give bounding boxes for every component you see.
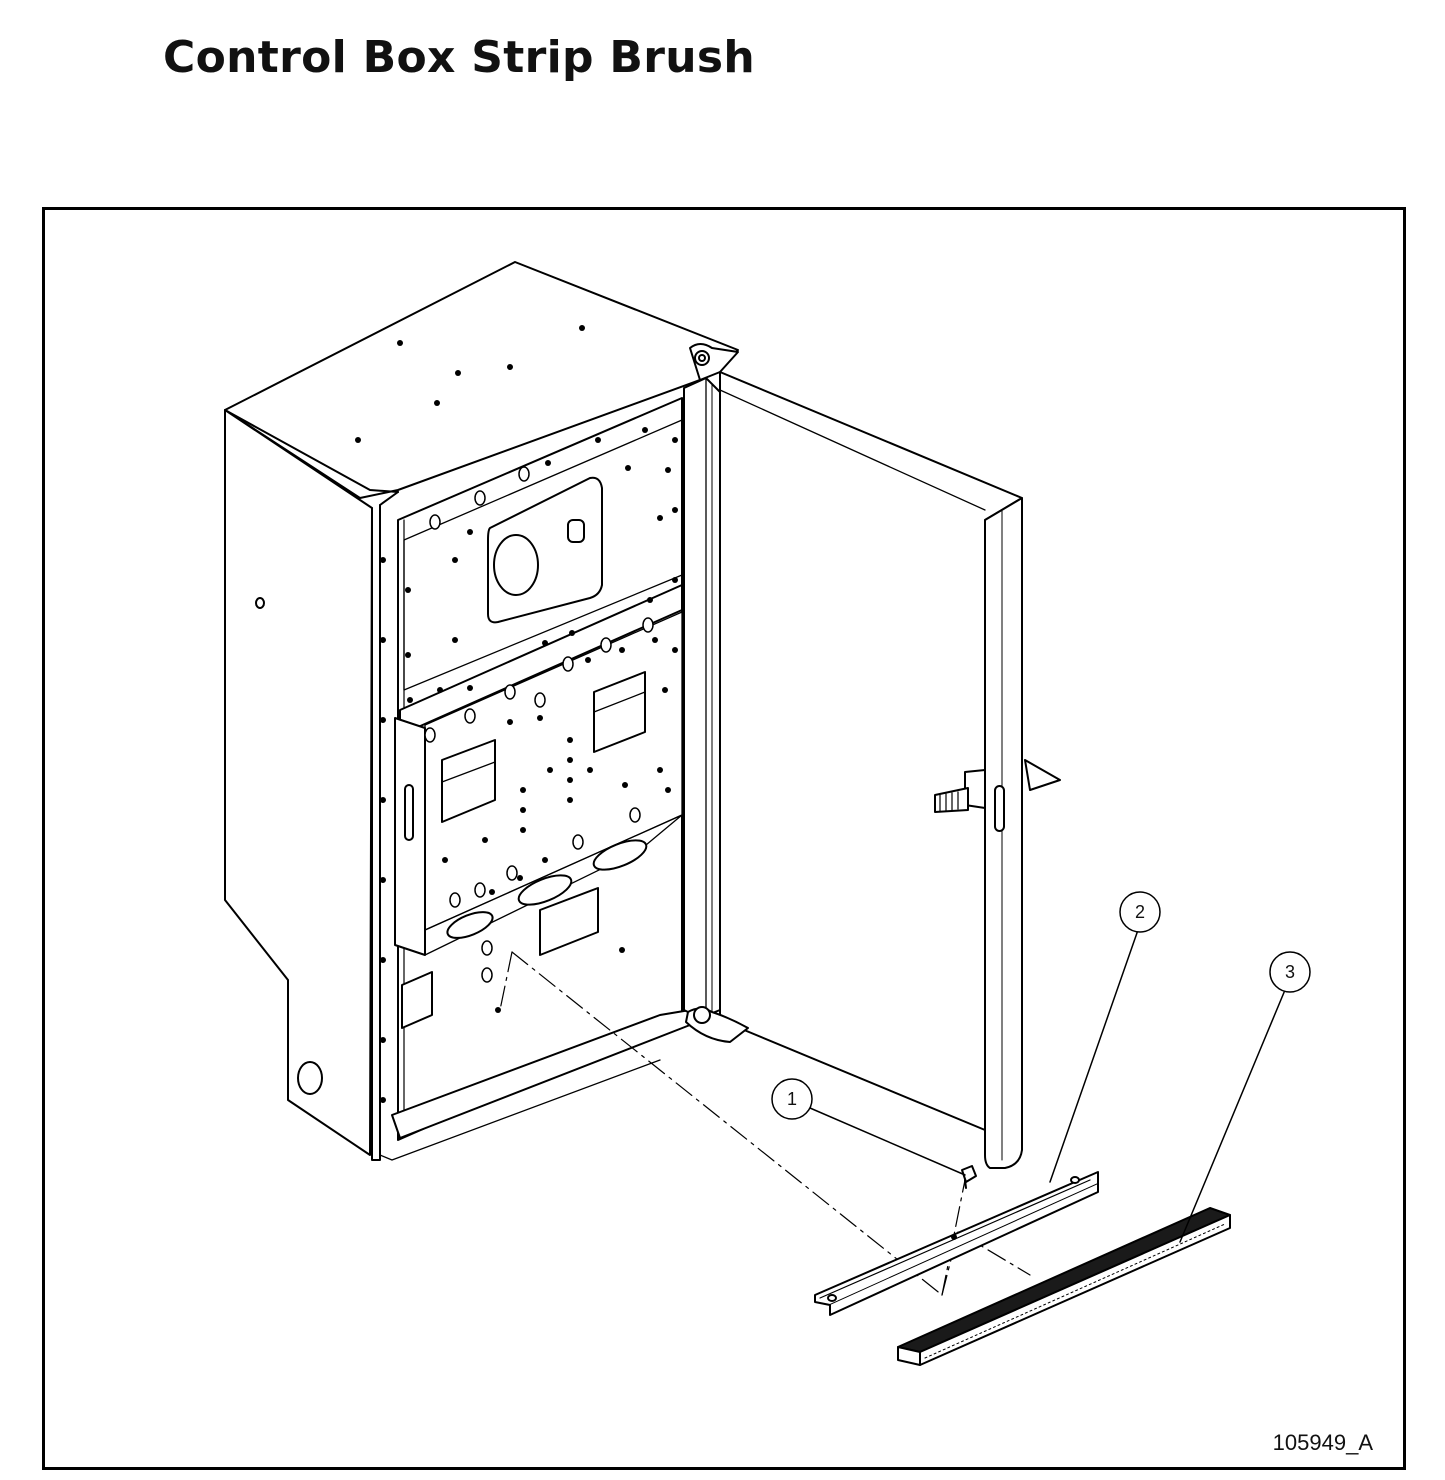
callout-label-1: 1 — [787, 1089, 797, 1109]
control-box — [224, 261, 739, 1161]
knockout-holes — [424, 466, 654, 983]
drawing-frame — [42, 207, 1406, 1470]
leader-lines — [809, 929, 1286, 1243]
callout-label-3: 3 — [1285, 962, 1295, 982]
callout-label-2: 2 — [1135, 902, 1145, 922]
drawing-id: 105949_A — [1272, 1430, 1373, 1455]
mounting-holes — [355, 325, 678, 1103]
callout-circle-2 — [1119, 891, 1161, 933]
strip-brush — [897, 1207, 1231, 1366]
callout-circle-3 — [1269, 951, 1311, 993]
screw — [961, 1165, 977, 1189]
page-title: Control Box Strip Brush — [163, 32, 755, 83]
door — [683, 343, 1061, 1169]
strip-brush-bracket — [814, 1171, 1099, 1316]
callout-circle-1 — [771, 1078, 813, 1120]
